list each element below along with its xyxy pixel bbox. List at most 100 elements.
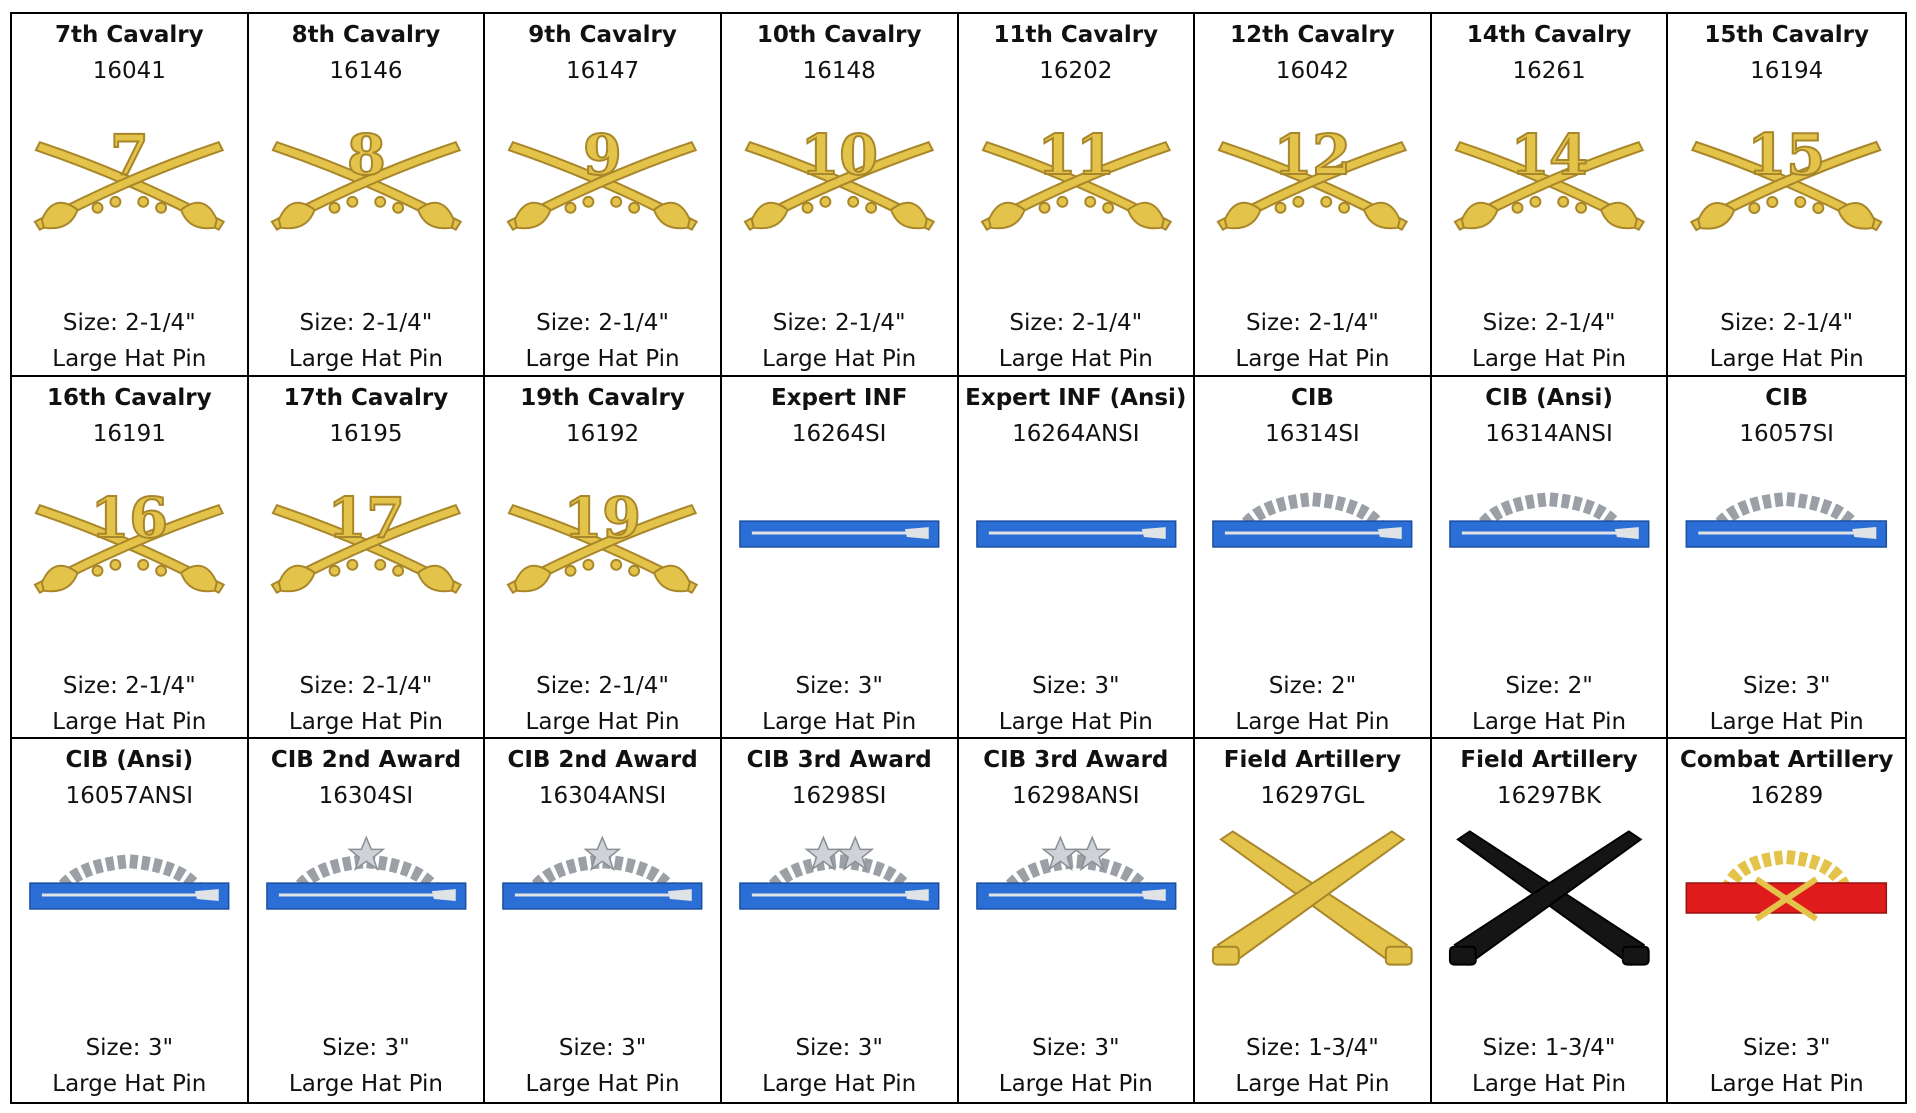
badge-size: Size: 2-1/4" xyxy=(299,310,433,336)
badge-code: 16147 xyxy=(565,58,640,84)
badge-name: CIB (Ansi) xyxy=(65,747,194,774)
badge-size: Size: 2-1/4" xyxy=(1009,310,1143,336)
badge-code: 16261 xyxy=(1512,58,1586,84)
badge-type: Large Hat Pin xyxy=(52,1071,207,1098)
badge-cell[interactable]: Expert INF 16264SI Size: 3" Large Hat Pi… xyxy=(721,376,959,740)
badge-code: 16202 xyxy=(1039,58,1113,84)
badge-name: CIB 3rd Award xyxy=(983,747,1169,774)
badge-code: 16298SI xyxy=(791,783,887,810)
badge-cell[interactable]: 10th Cavalry 16148 10 Size: 2-1/4" Large… xyxy=(721,14,959,377)
badge-type: Large Hat Pin xyxy=(1472,1071,1627,1098)
badge-size: Size: 3" xyxy=(558,1035,647,1062)
rifle-wreath-icon xyxy=(1440,465,1659,615)
badge-cell[interactable]: CIB 2nd Award 16304SI Size: 3" Large Hat… xyxy=(249,739,486,1102)
badge-size: Size: 2" xyxy=(1268,672,1357,699)
badge-type: Large Hat Pin xyxy=(1709,708,1864,735)
badge-name: 19th Cavalry xyxy=(520,384,685,411)
rifle-wreath-icon xyxy=(1203,465,1422,615)
badge-cell[interactable]: CIB 3rd Award 16298ANSI Size: 3" Large H… xyxy=(959,739,1196,1102)
badge-cell[interactable]: 14th Cavalry 16261 14 Size: 2-1/4" Large… xyxy=(1431,14,1669,377)
badge-code: 16298ANSI xyxy=(1012,783,1140,810)
badge-code: 16057SI xyxy=(1739,420,1834,447)
badge-name: CIB 2nd Award xyxy=(270,747,462,774)
badge-name: 11th Cavalry xyxy=(993,22,1159,48)
badge-name: Expert INF (Ansi) xyxy=(965,384,1187,411)
badge-type: Large Hat Pin xyxy=(1472,346,1627,372)
badge-name: Field Artillery xyxy=(1460,747,1638,774)
badge-cell[interactable]: 8th Cavalry 16146 8 Size: 2-1/4" Large H… xyxy=(248,14,486,377)
badge-size: Size: 3" xyxy=(1032,672,1120,699)
badge-name: CIB xyxy=(1290,384,1334,411)
badge-cell[interactable]: CIB (Ansi) 16057ANSI Size: 3" Large Hat … xyxy=(12,739,249,1102)
badge-cell[interactable]: Field Artillery 16297BK Size: 1-3/4" Lar… xyxy=(1432,739,1669,1102)
badge-cell[interactable]: CIB 3rd Award 16298SI Size: 3" Large Hat… xyxy=(722,739,959,1102)
badge-code: 16195 xyxy=(329,420,403,447)
saber-numeral: 19 xyxy=(564,486,641,551)
badge-cell[interactable]: 15th Cavalry 16194 15 Size: 2-1/4" Large… xyxy=(1668,14,1905,377)
badge-size: Size: 2-1/4" xyxy=(299,672,433,699)
badge-name: 8th Cavalry xyxy=(291,22,441,48)
badge-type: Large Hat Pin xyxy=(525,1071,680,1098)
badge-cell[interactable]: Expert INF (Ansi) 16264ANSI Size: 3" Lar… xyxy=(958,376,1196,740)
badge-name: 10th Cavalry xyxy=(756,22,922,48)
badge-cell[interactable]: 19th Cavalry 16192 19 Size: 2-1/4" Large… xyxy=(485,376,722,740)
badge-code: 16146 xyxy=(329,58,403,84)
badge-cell[interactable]: CIB 16057SI Size: 3" Large Hat Pin xyxy=(1668,377,1905,740)
saber-numeral: 12 xyxy=(1274,123,1351,188)
badge-cell[interactable]: 17th Cavalry 16195 17 Size: 2-1/4" Large… xyxy=(248,376,486,740)
badge-name: 14th Cavalry xyxy=(1466,22,1632,48)
badge-name: 15th Cavalry xyxy=(1704,22,1869,48)
crossed-sabers-icon: 15 xyxy=(1676,102,1897,252)
badge-name: 9th Cavalry xyxy=(528,22,677,48)
badge-code: 16304SI xyxy=(318,783,414,810)
badge-type: Large Hat Pin xyxy=(762,346,917,372)
badge-cell[interactable]: 12th Cavalry 16042 12 Size: 2-1/4" Large… xyxy=(1195,14,1432,377)
saber-numeral: 11 xyxy=(1037,123,1114,188)
badge-type: Large Hat Pin xyxy=(762,708,917,735)
badge-code: 16289 xyxy=(1750,783,1824,810)
saber-numeral: 14 xyxy=(1510,123,1587,188)
badge-type: Large Hat Pin xyxy=(288,1071,443,1098)
badge-name: 16th Cavalry xyxy=(47,384,212,411)
badge-cell[interactable]: 16th Cavalry 16191 16 Size: 2-1/4" Large… xyxy=(12,376,249,740)
badge-name: 12th Cavalry xyxy=(1230,22,1395,48)
saber-numeral: 15 xyxy=(1748,122,1826,188)
badge-cell[interactable]: Field Artillery 16297GL Size: 1-3/4" Lar… xyxy=(1195,739,1432,1102)
badge-cell[interactable]: CIB 16314SI Size: 2" Large Hat Pin xyxy=(1195,376,1432,740)
crossed-sabers-icon: 16 xyxy=(20,465,239,615)
badge-cell[interactable]: 9th Cavalry 16147 9 Size: 2-1/4" Large H… xyxy=(485,14,722,377)
saber-numeral: 10 xyxy=(800,123,877,188)
badge-cell[interactable]: CIB 2nd Award 16304ANSI Size: 3" Large H… xyxy=(485,739,722,1102)
badge-name: CIB 3rd Award xyxy=(746,747,932,774)
badge-type: Large Hat Pin xyxy=(998,1071,1153,1098)
badge-code: 16042 xyxy=(1275,58,1350,84)
badge-cell[interactable]: 11th Cavalry 16202 11 Size: 2-1/4" Large… xyxy=(958,14,1196,377)
badge-type: Large Hat Pin xyxy=(525,708,680,735)
badge-type: Large Hat Pin xyxy=(525,346,680,372)
badge-code: 16192 xyxy=(565,420,640,447)
saber-numeral: 9 xyxy=(583,123,622,188)
saber-numeral: 17 xyxy=(327,486,404,551)
badge-size: Size: 2-1/4" xyxy=(1246,310,1379,336)
badge-code: 16314SI xyxy=(1265,420,1360,447)
badge-code: 16148 xyxy=(802,58,876,84)
crossed-sabers-icon: 10 xyxy=(730,102,949,252)
badge-cell[interactable]: CIB (Ansi) 16314ANSI Size: 2" Large Hat … xyxy=(1431,376,1669,740)
rifle-wreath-star-icon xyxy=(257,827,476,977)
badge-type: Large Hat Pin xyxy=(1709,346,1864,372)
crossed-cannons-icon xyxy=(1203,827,1422,977)
crossed-sabers-icon: 14 xyxy=(1440,102,1659,252)
badge-size: Size: 3" xyxy=(1742,1035,1831,1062)
badge-code: 16191 xyxy=(92,420,166,447)
badge-size: Size: 3" xyxy=(85,1035,174,1062)
badge-type: Large Hat Pin xyxy=(1235,708,1390,735)
badge-cell[interactable]: 7th Cavalry 16041 7 Size: 2-1/4" Large H… xyxy=(12,14,249,377)
crossed-sabers-icon: 12 xyxy=(1203,102,1422,252)
badge-name: Expert INF xyxy=(770,384,908,411)
badge-type: Large Hat Pin xyxy=(52,346,207,372)
badge-size: Size: 2-1/4" xyxy=(62,310,196,336)
badge-code: 16297GL xyxy=(1260,783,1365,810)
badge-size: Size: 1-3/4" xyxy=(1482,1035,1616,1062)
badge-cell[interactable]: Combat Artillery 16289 Size: 3" Large Ha… xyxy=(1668,739,1905,1102)
badge-type: Large Hat Pin xyxy=(998,708,1153,735)
